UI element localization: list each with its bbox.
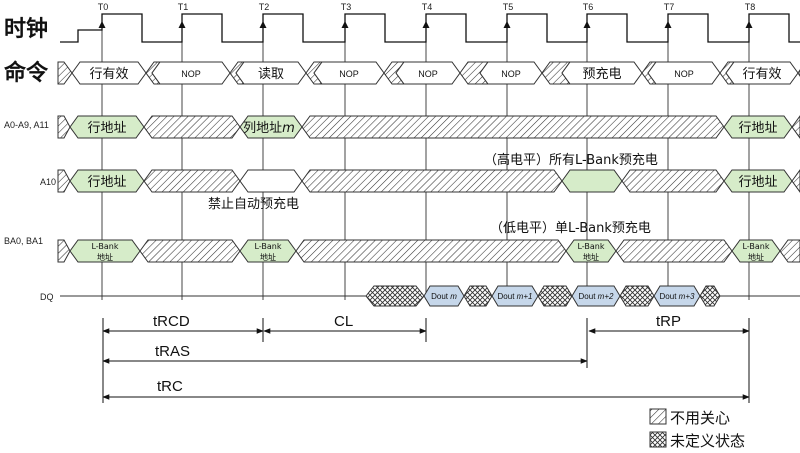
a10-label: A10 bbox=[40, 177, 56, 187]
tick-t4: T4 bbox=[422, 2, 433, 12]
a10-row: 行地址 行地址 bbox=[57, 169, 800, 193]
a10-row-text: 行地址 bbox=[87, 175, 126, 190]
dq-out-m1-text: Dout m+1 bbox=[498, 292, 533, 301]
command-label: 命令 bbox=[4, 60, 49, 86]
legend-dont-care-swatch bbox=[649, 408, 667, 425]
tick-t5: T5 bbox=[503, 2, 514, 12]
dq-out-m-text: Dout m bbox=[431, 292, 457, 301]
cmd-nop-t3-text: NOP bbox=[339, 69, 359, 79]
cmd-nop-t5-text: NOP bbox=[501, 69, 521, 79]
tras-label: tRAS bbox=[155, 343, 190, 360]
dq-row: Dout m Dout m+1 Dout m+2 Dout m+3 bbox=[60, 285, 800, 307]
clock-edge-arrow-2 bbox=[259, 21, 267, 28]
a10-low-cell bbox=[239, 169, 303, 193]
dq-label: DQ bbox=[40, 292, 54, 302]
clock-edge-arrow-1 bbox=[178, 21, 186, 28]
clock-edge-arrows bbox=[98, 21, 753, 28]
note-high-level: （高电平）所有L-Bank预充电 bbox=[484, 152, 658, 168]
cmd-nop-t4-text: NOP bbox=[418, 69, 438, 79]
bank-t6-line2: 地址 bbox=[583, 252, 599, 262]
cmd-activate2-text: 行有效 bbox=[742, 67, 781, 82]
legend-dont-care-label: 不用关心 bbox=[670, 409, 730, 427]
tick-t6: T6 bbox=[583, 2, 594, 12]
trc-label: tRC bbox=[157, 378, 183, 395]
clock-edge-arrow-7 bbox=[664, 21, 672, 28]
bank-t8-line2: 地址 bbox=[748, 252, 764, 262]
addr-row2-text: 行地址 bbox=[738, 121, 777, 136]
timing-arrows: tRCD CL tRP tRAS tRC bbox=[102, 313, 750, 403]
clock-label: 时钟 bbox=[4, 16, 48, 42]
legend-undefined-label: 未定义状态 bbox=[670, 432, 745, 450]
dq-out-m2-text: Dout m+2 bbox=[579, 292, 614, 301]
tick-t3: T3 bbox=[341, 2, 352, 12]
tick-t8: T8 bbox=[745, 2, 756, 12]
legend-undefined-swatch bbox=[649, 431, 667, 448]
bank-t6-line1: L-Bank bbox=[577, 242, 604, 251]
clock-edge-arrow-6 bbox=[583, 21, 591, 28]
a10-high-cell bbox=[561, 169, 623, 193]
cmd-read-text: 读取 bbox=[258, 67, 284, 82]
legend: 不用关心 未定义状态 bbox=[649, 408, 745, 450]
bank-row: L-Bank 地址 L-Bank 地址 L-Bank 地址 L-Bank 地址 bbox=[57, 239, 800, 263]
bank-label: BA0, BA1 bbox=[4, 236, 43, 246]
bank-t8-line1: L-Bank bbox=[742, 242, 769, 251]
tick-t0: T0 bbox=[98, 2, 109, 12]
clock-edge-arrow-3 bbox=[341, 21, 349, 28]
command-row: 行有效 NOP 读取 NOP NOP NOP 预充电 NOP 行有效 bbox=[57, 61, 800, 85]
bank-t0-line1: L-Bank bbox=[91, 242, 118, 251]
addr-col-text: 列地址m bbox=[243, 121, 295, 136]
cmd-precharge-text: 预充电 bbox=[582, 66, 621, 82]
bank-t0-line2: 地址 bbox=[97, 252, 113, 262]
note-disable-auto-precharge: 禁止自动预充电 bbox=[208, 196, 299, 212]
cmd-nop-t7-text: NOP bbox=[674, 69, 694, 79]
address-row: 行地址 列地址m 行地址 bbox=[57, 115, 800, 139]
a10-row2-text: 行地址 bbox=[738, 175, 777, 190]
address-label: A0-A9, A11 bbox=[4, 120, 49, 130]
trcd-label: tRCD bbox=[153, 313, 190, 330]
clock-edge-arrow-0 bbox=[98, 21, 106, 28]
tick-labels: T0 T1 T2 T3 T4 T5 T6 T7 T8 bbox=[98, 2, 756, 12]
note-low-level: （低电平）单L-Bank预充电 bbox=[490, 220, 651, 236]
clock-edge-arrow-4 bbox=[422, 21, 430, 28]
dq-out-m3-text: Dout m+3 bbox=[660, 292, 695, 301]
clock-edge-arrow-5 bbox=[503, 21, 511, 28]
cmd-activate-text: 行有效 bbox=[89, 67, 128, 82]
tick-t2: T2 bbox=[259, 2, 270, 12]
trp-label: tRP bbox=[656, 313, 681, 330]
cl-label: CL bbox=[334, 313, 353, 330]
tick-t1: T1 bbox=[178, 2, 189, 12]
bank-t2-line2: 地址 bbox=[260, 252, 276, 262]
addr-row-text: 行地址 bbox=[87, 121, 126, 136]
bank-t2-line1: L-Bank bbox=[254, 242, 281, 251]
tick-t7: T7 bbox=[664, 2, 675, 12]
cmd-nop-t1-text: NOP bbox=[181, 69, 201, 79]
clock-waveform bbox=[60, 13, 800, 43]
clock-edge-arrow-8 bbox=[745, 21, 753, 28]
